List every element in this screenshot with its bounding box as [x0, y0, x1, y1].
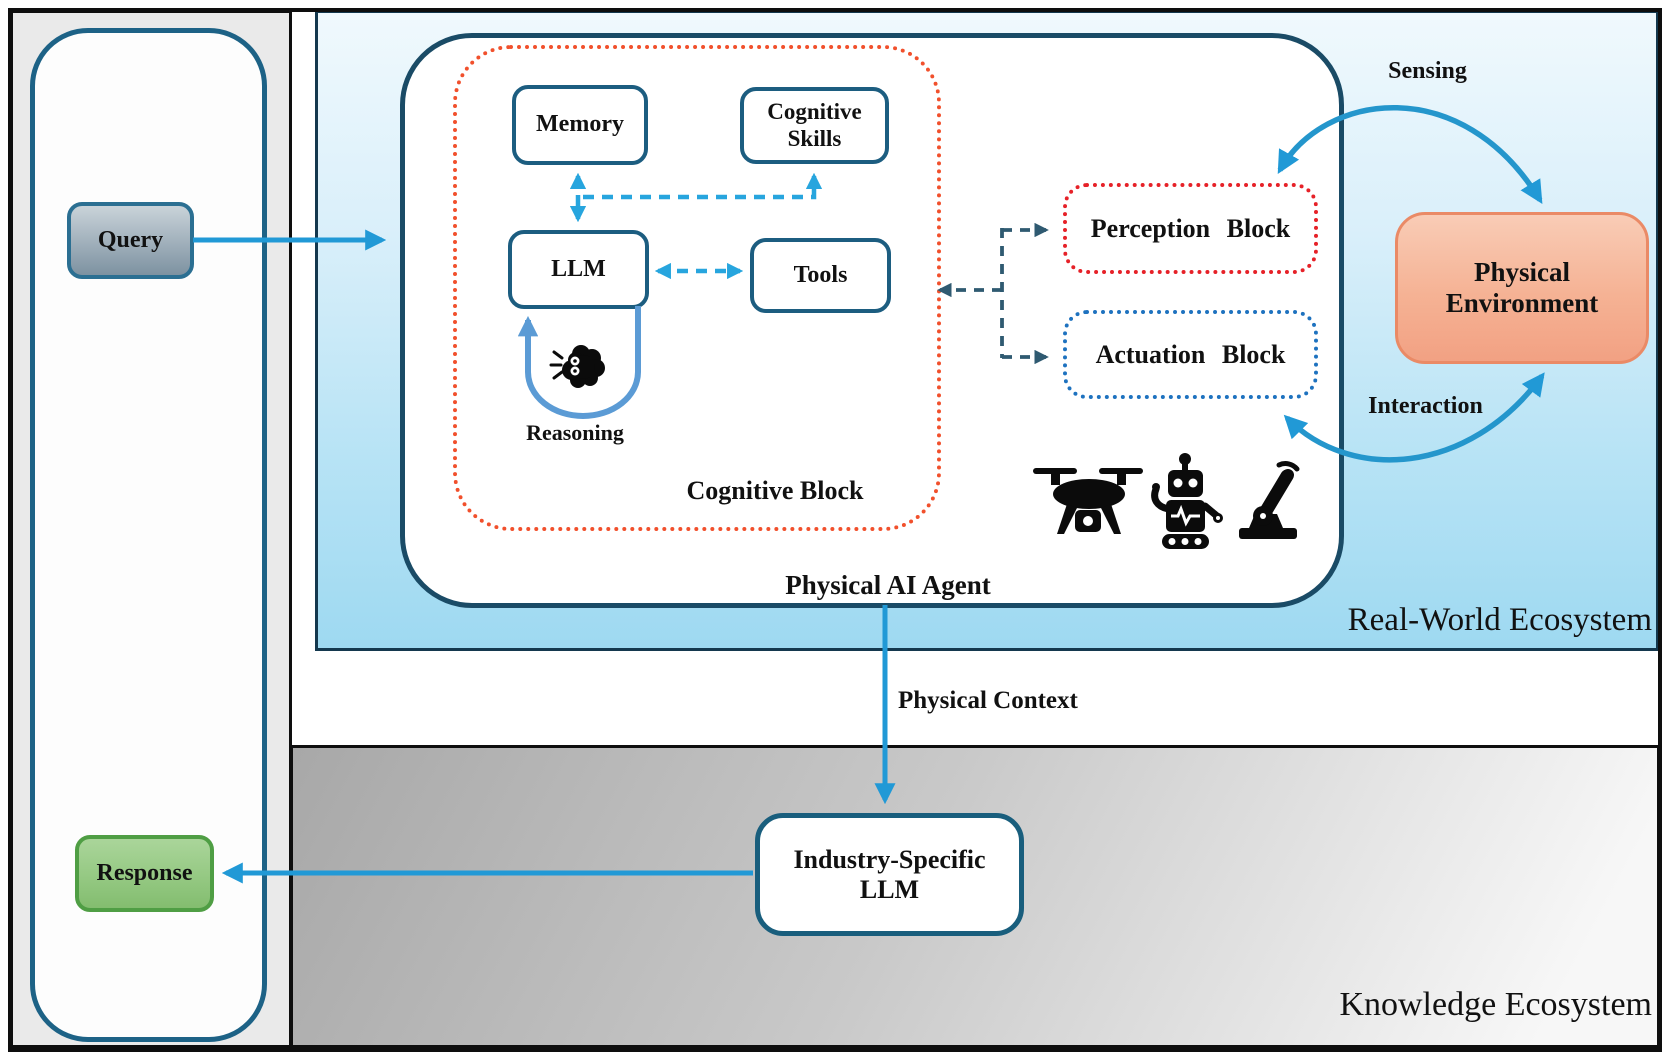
llm-node: LLM: [508, 230, 649, 309]
actuation-block-node: Actuation Block: [1063, 310, 1318, 399]
reasoning-label: Reasoning: [526, 420, 624, 445]
physical-environment-node: Physical Environment: [1395, 212, 1649, 364]
response-node: Response: [75, 835, 214, 912]
tools-label: Tools: [793, 261, 848, 288]
response-label: Response: [96, 859, 193, 886]
knowledge-ecosystem-label: Knowledge Ecosystem: [1339, 986, 1652, 1023]
memory-node: Memory: [512, 85, 648, 165]
industry-specific-llm-node: Industry-Specific LLM: [755, 813, 1024, 936]
query-label: Query: [97, 226, 164, 253]
perception-block-label: Perception Block: [1090, 213, 1291, 243]
cognitive-skills-node: Cognitive Skills: [740, 87, 889, 164]
physical-context-label: Physical Context: [898, 687, 1078, 714]
tools-node: Tools: [750, 238, 891, 313]
cognitive-block-label: Cognitive Block: [686, 476, 864, 505]
perception-block-node: Perception Block: [1063, 183, 1318, 274]
cognitive-skills-label: Cognitive Skills: [767, 99, 862, 151]
actuation-block-label: Actuation Block: [1095, 339, 1286, 369]
industry-specific-llm-label: Industry-Specific LLM: [793, 844, 986, 904]
memory-label: Memory: [536, 111, 624, 138]
figure-outer-border: [8, 8, 1662, 1052]
sensing-label: Sensing: [1388, 58, 1467, 84]
llm-label: LLM: [551, 255, 606, 282]
interaction-label: Interaction: [1368, 393, 1483, 419]
query-node: Query: [67, 202, 194, 279]
physical-ai-agent-label: Physical AI Agent: [785, 570, 991, 600]
physical-environment-label: Physical Environment: [1445, 256, 1599, 318]
real-world-ecosystem-label: Real-World Ecosystem: [1347, 602, 1652, 638]
